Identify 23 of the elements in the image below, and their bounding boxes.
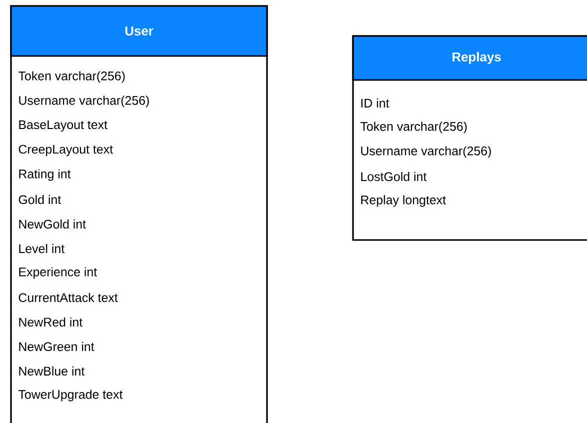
field-text: BaseLayout text xyxy=(19,120,108,132)
field-text: CreepLayout text xyxy=(18,144,113,156)
field-text: Level int xyxy=(19,244,64,254)
field-text: Rating int xyxy=(19,169,71,181)
field-text: NewBlue int xyxy=(19,366,85,376)
field-text: ID int xyxy=(361,98,390,108)
field-text: TowerUpgrade text xyxy=(18,390,123,402)
field-text: Gold int xyxy=(18,194,62,204)
table-header: Replays xyxy=(352,35,587,81)
field-text: NewGreen int xyxy=(19,342,94,352)
field-text: Experience int xyxy=(19,267,97,279)
field-text: CurrentAttack text xyxy=(18,292,118,302)
table xyxy=(352,35,587,241)
table-header: User xyxy=(10,5,268,57)
field-text: LostGold int xyxy=(361,172,427,182)
field-text: Token varchar(256) xyxy=(360,122,467,134)
field-text: Token varchar(256) xyxy=(18,71,125,83)
field-text: Replay longtext xyxy=(361,195,446,207)
field-text: Username varchar(256) xyxy=(361,146,491,158)
field-text: NewGold int xyxy=(19,219,86,229)
table xyxy=(10,5,268,423)
field-text: NewRed int xyxy=(19,317,82,327)
field-text: Username varchar(256) xyxy=(19,96,149,108)
